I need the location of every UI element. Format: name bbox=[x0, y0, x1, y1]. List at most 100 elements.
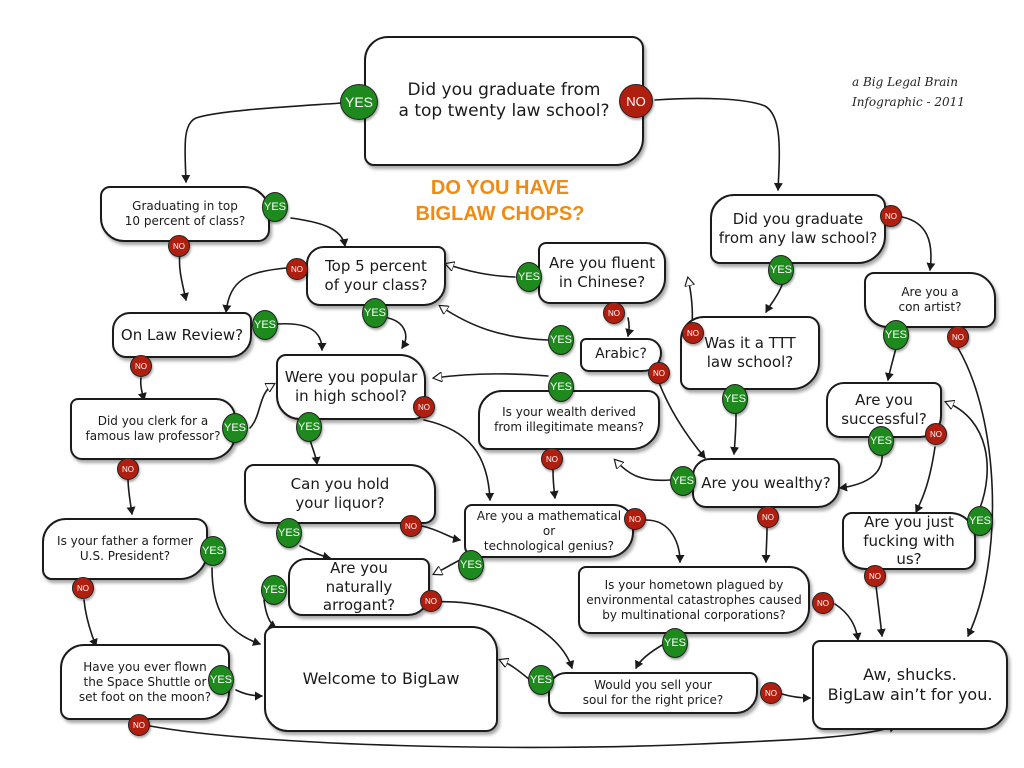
edge-chinese-no bbox=[625, 317, 635, 337]
yes-badge-arabic: YES bbox=[548, 325, 574, 355]
no-badge-top5: NO bbox=[286, 258, 308, 280]
yes-badge-con-artist: YES bbox=[883, 320, 909, 350]
yes-badge-liquor: YES bbox=[276, 518, 302, 548]
edge-top5-no bbox=[222, 267, 287, 313]
node-wealthy: Are you wealthy? bbox=[692, 458, 840, 508]
no-badge-top10: NO bbox=[168, 235, 190, 257]
no-badge-any-school: NO bbox=[880, 205, 902, 227]
title-line-1: DO YOU HAVE bbox=[430, 177, 570, 199]
edge-chinese-yes bbox=[446, 264, 516, 278]
yes-badge-any-school: YES bbox=[768, 255, 794, 285]
edge-conartist-yes bbox=[884, 347, 897, 381]
edge-president-yes bbox=[211, 567, 261, 646]
edge-space-no bbox=[149, 723, 897, 749]
edge-math-yes bbox=[434, 559, 461, 574]
edge-top10-no bbox=[178, 251, 189, 301]
no-badge-soul: NO bbox=[760, 682, 782, 704]
edge-successful-no bbox=[915, 446, 936, 513]
no-badge-arrogant: NO bbox=[420, 590, 442, 612]
title-line-2: BIGLAW CHOPS? bbox=[415, 203, 585, 225]
yes-badge-successful: YES bbox=[868, 426, 894, 456]
no-badge-illegit: NO bbox=[541, 448, 563, 470]
edge-kidding-no bbox=[875, 585, 886, 637]
edge-conartist-no bbox=[957, 347, 994, 637]
edge-popular-yes bbox=[309, 439, 321, 465]
yes-badge-math: YES bbox=[458, 550, 484, 580]
edge-popular-no bbox=[423, 419, 495, 501]
edge-arabic-yes bbox=[440, 306, 549, 341]
no-badge-math: NO bbox=[624, 508, 646, 530]
yes-badge-chinese: YES bbox=[516, 262, 542, 292]
no-badge-kidding: NO bbox=[864, 565, 886, 587]
edge-soul-yes bbox=[500, 660, 531, 681]
edge-soul-no bbox=[781, 693, 811, 703]
no-badge-law-review: NO bbox=[130, 355, 152, 377]
edge-anyschool-no bbox=[901, 216, 936, 271]
no-badge-hometown: NO bbox=[812, 592, 834, 614]
yes-badge-hometown: YES bbox=[662, 628, 688, 658]
yes-badge-top20: YES bbox=[340, 84, 378, 120]
edge-successful-yes bbox=[839, 451, 883, 492]
node-arabic: Arabic? bbox=[580, 338, 662, 372]
edge-math-no bbox=[645, 519, 685, 563]
no-badge-ttt: NO bbox=[682, 322, 704, 344]
edge-liquor-yes bbox=[299, 545, 331, 561]
edge-arrogant-no bbox=[431, 600, 575, 669]
edge-hometown-yes bbox=[635, 643, 665, 669]
yes-badge-top10: YES bbox=[262, 192, 288, 222]
yes-badge-space: YES bbox=[208, 665, 234, 695]
no-badge-con-artist: NO bbox=[947, 326, 969, 348]
edge-lawreview-no bbox=[137, 377, 147, 401]
yes-badge-clerk: YES bbox=[222, 413, 248, 443]
yes-badge-president: YES bbox=[200, 536, 226, 566]
credit-line-2: Infographic - 2011 bbox=[852, 95, 965, 109]
credit-note: a Big Legal Brain Infographic - 2011 bbox=[852, 72, 1012, 112]
yes-badge-illegit: YES bbox=[548, 372, 574, 402]
infographic-title: DO YOU HAVE BIGLAW CHOPS? bbox=[395, 175, 605, 227]
yes-badge-top5: YES bbox=[362, 298, 388, 328]
edge-lawreview-yes bbox=[276, 322, 327, 351]
no-badge-chinese: NO bbox=[603, 302, 625, 324]
yes-badge-kidding: YES bbox=[967, 506, 993, 536]
yes-badge-law-review: YES bbox=[252, 310, 278, 340]
node-welcome-biglaw: Welcome to BigLaw bbox=[264, 626, 498, 732]
edge-liquor-no bbox=[421, 525, 461, 544]
edge-anyschool-yes bbox=[765, 284, 783, 313]
no-badge-space: NO bbox=[128, 714, 150, 736]
edge-wealthy-yes bbox=[615, 460, 671, 482]
edge-clerk-yes bbox=[249, 384, 274, 429]
node-aw-shucks: Aw, shucks.BigLaw ain’t for you. bbox=[812, 640, 1008, 730]
node-law-review: On Law Review? bbox=[112, 312, 252, 358]
yes-badge-ttt: YES bbox=[722, 384, 748, 414]
yes-badge-wealthy: YES bbox=[670, 466, 696, 496]
no-badge-clerk: NO bbox=[117, 458, 139, 480]
edge-kidding-yes bbox=[946, 402, 988, 509]
yes-badge-arrogant: YES bbox=[261, 575, 287, 605]
edge-clerk-no bbox=[126, 477, 136, 515]
yes-badge-soul: YES bbox=[528, 665, 554, 695]
edge-top20-yes bbox=[181, 102, 343, 183]
edge-space-yes bbox=[235, 689, 263, 701]
no-badge-wealthy: NO bbox=[757, 506, 779, 528]
no-badge-successful: NO bbox=[925, 423, 947, 445]
edge-hometown-no bbox=[834, 603, 862, 641]
credit-line-1: a Big Legal Brain bbox=[852, 75, 958, 89]
no-badge-popular: NO bbox=[413, 396, 435, 418]
